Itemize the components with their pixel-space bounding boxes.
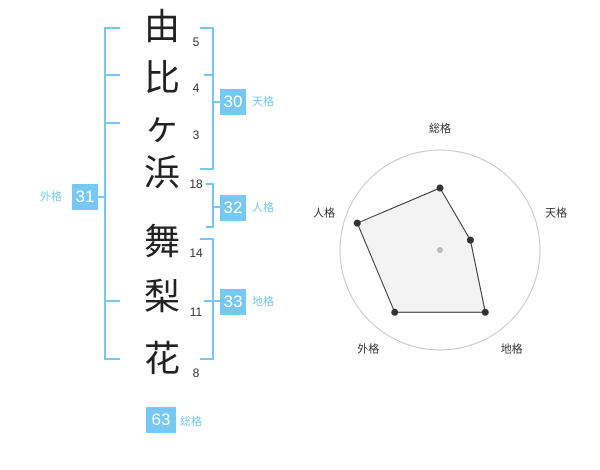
radar-point <box>466 236 474 244</box>
chikaku-label: 地格 <box>252 295 274 308</box>
radar-label-soukaku: 総格 <box>429 121 451 135</box>
name-char-6: 梨 <box>143 277 180 318</box>
radar-point <box>481 308 489 316</box>
tenkaku-bracket-vertical <box>212 27 214 170</box>
radar-area <box>356 187 486 313</box>
name-char-3: ヶ <box>143 107 180 148</box>
gaikaku-bracket-vertical <box>104 27 106 360</box>
stroke-count-1: 5 <box>192 35 200 49</box>
stroke-count-2: 4 <box>192 81 200 95</box>
jinkaku-label: 人格 <box>252 201 274 214</box>
stroke-count-4: 18 <box>189 177 203 191</box>
tenkaku-bracket-top <box>200 27 214 29</box>
stroke-count-5: 14 <box>189 246 203 260</box>
chikaku-connector <box>214 300 220 302</box>
gaikaku-connector <box>98 196 104 198</box>
radar-label-chikaku: 地格 <box>501 342 523 356</box>
left-tick-1 <box>104 74 120 76</box>
soukaku-badge: 63 <box>146 407 176 433</box>
radar-point <box>436 184 444 192</box>
gaikaku-badge: 31 <box>72 184 98 210</box>
left-tick-2 <box>104 122 120 124</box>
name-char-1: 由 <box>143 7 180 48</box>
jinkaku-bracket-top <box>206 183 214 185</box>
jinkaku-connector <box>214 206 220 208</box>
radar-label-gaikaku: 外格 <box>357 342 379 356</box>
chikaku-bracket-top <box>200 238 214 240</box>
jinkaku-bracket-vertical <box>212 183 214 228</box>
chikaku-tick <box>204 300 214 302</box>
tenkaku-tick <box>204 74 214 76</box>
chikaku-badge: 33 <box>220 289 246 315</box>
radar-point <box>353 219 361 227</box>
name-char-7: 花 <box>143 339 180 380</box>
chikaku-bracket-bottom <box>200 358 214 360</box>
left-tick-3 <box>104 300 120 302</box>
gaikaku-bracket-top <box>104 27 120 29</box>
stroke-count-3: 3 <box>192 128 200 142</box>
jinkaku-badge: 32 <box>220 195 246 221</box>
radar-label-tenkaku: 天格 <box>545 205 567 219</box>
soukaku-label: 総格 <box>180 415 202 428</box>
radar-point <box>391 308 399 316</box>
jinkaku-bracket-bottom <box>206 226 214 228</box>
stroke-count-6: 11 <box>189 305 203 319</box>
chikaku-bracket-vertical <box>212 238 214 360</box>
radar-label-jinkaku: 人格 <box>313 205 335 219</box>
name-char-2: 比 <box>143 58 180 99</box>
name-char-4: 浜 <box>143 153 180 194</box>
gaikaku-label: 外格 <box>40 190 62 203</box>
tenkaku-connector <box>214 101 220 103</box>
tenkaku-bracket-bottom <box>200 168 214 170</box>
radar-center-dot <box>437 247 443 253</box>
gaikaku-bracket-bottom <box>104 358 120 360</box>
stroke-count-7: 8 <box>192 366 200 380</box>
tenkaku-label: 天格 <box>252 95 274 108</box>
tenkaku-badge: 30 <box>220 89 246 115</box>
name-char-5: 舞 <box>143 222 180 263</box>
